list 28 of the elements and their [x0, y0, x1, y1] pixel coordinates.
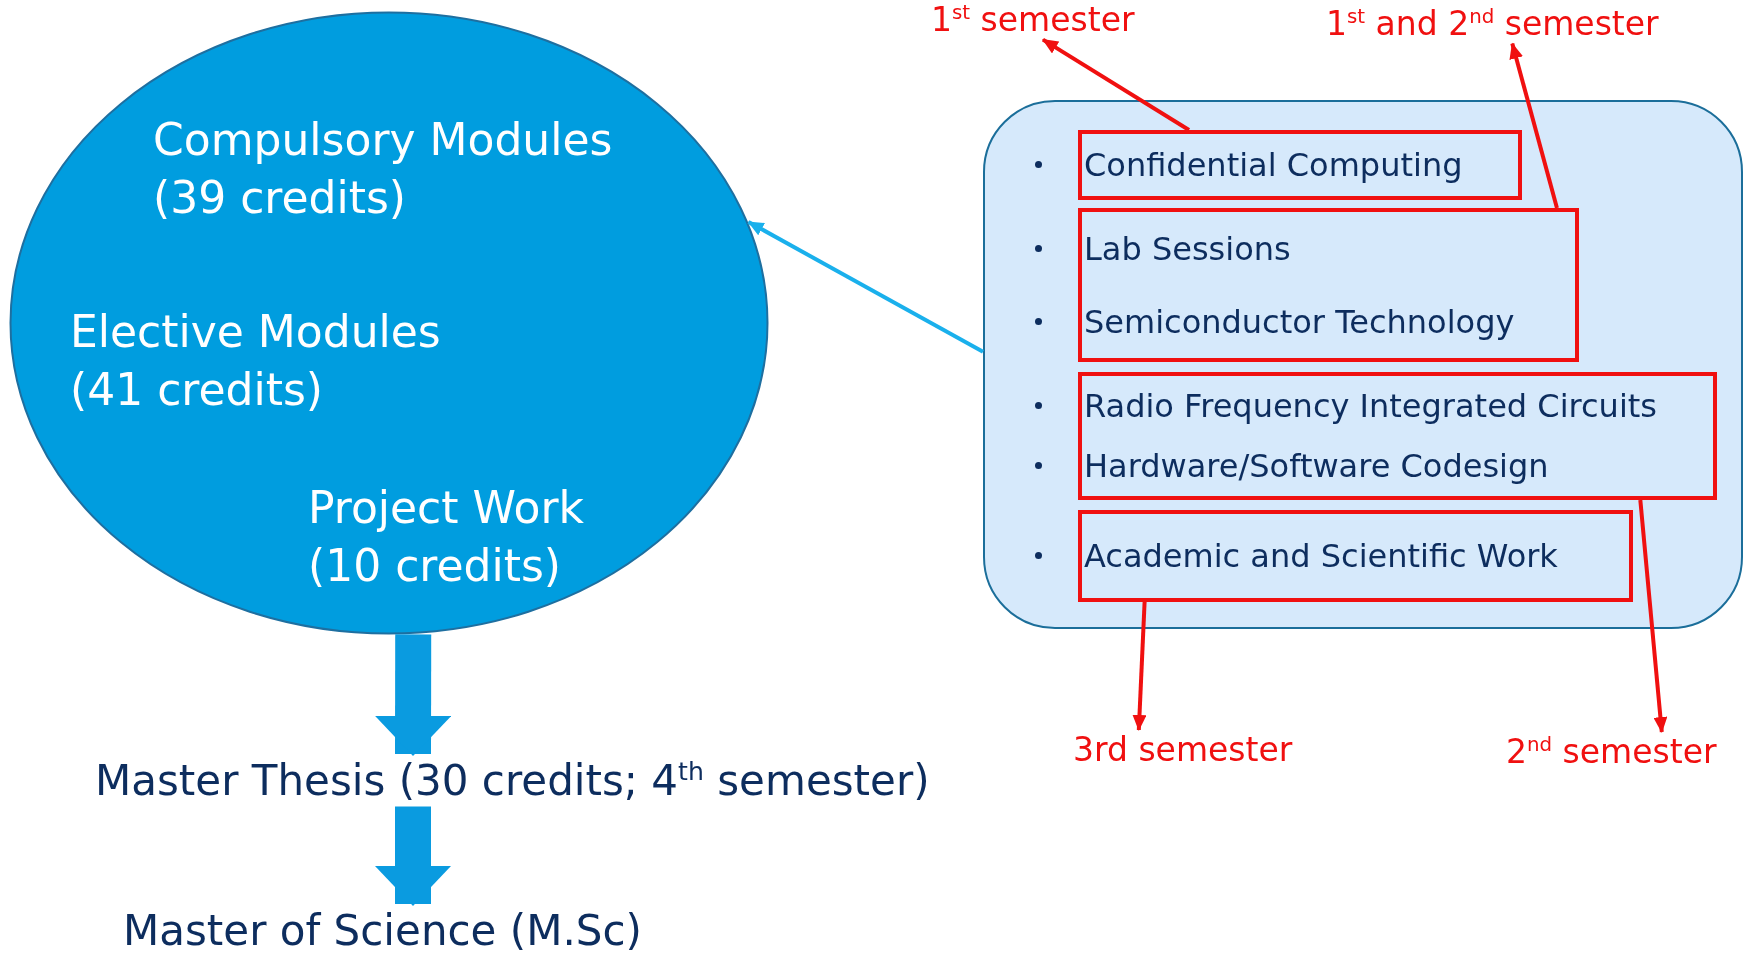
- module-text: Compulsory Modules (39 credits): [153, 113, 613, 225]
- arrow: [747, 220, 984, 354]
- arrow: [1041, 37, 1191, 132]
- course-name: Academic and Scientific Work: [1083, 537, 1558, 575]
- semester-label: 1$^{st}$ semester: [931, 0, 1135, 40]
- course-name: Lab Sessions: [1083, 229, 1291, 268]
- course-name: Hardware/Software Codesign: [1083, 447, 1549, 485]
- arrow: [1509, 42, 1559, 209]
- course-name: Confidential Computing: [1083, 146, 1463, 184]
- stage-label: Master of Science (M.Sc): [123, 906, 642, 957]
- course-name: Radio Frequency Integrated Circuits: [1083, 387, 1657, 425]
- block-arrow: [375, 634, 452, 756]
- highlight-box: [1078, 130, 1522, 200]
- highlight-box: [1078, 510, 1633, 602]
- module-text: Project Work (10 credits): [308, 481, 585, 593]
- arrow: [1132, 601, 1147, 731]
- rounded-panel: [983, 100, 1743, 629]
- semester-label: 3rd semester: [1073, 730, 1293, 770]
- module-text: Elective Modules (41 credits): [70, 305, 442, 417]
- semester-label: 2$^{nd}$ semester: [1506, 732, 1717, 772]
- semester-label: 1$^{st}$ and 2$^{nd}$ semester: [1326, 4, 1659, 44]
- arrow: [1638, 499, 1668, 733]
- stage-label: Master Thesis (30 credits; 4$^{th}$ semester): [95, 756, 930, 807]
- course-name: Semiconductor Technology: [1083, 302, 1515, 341]
- highlight-box: [1078, 208, 1579, 362]
- ellipse: [9, 11, 769, 635]
- highlight-box: [1078, 372, 1717, 500]
- block-arrow: [375, 806, 451, 906]
